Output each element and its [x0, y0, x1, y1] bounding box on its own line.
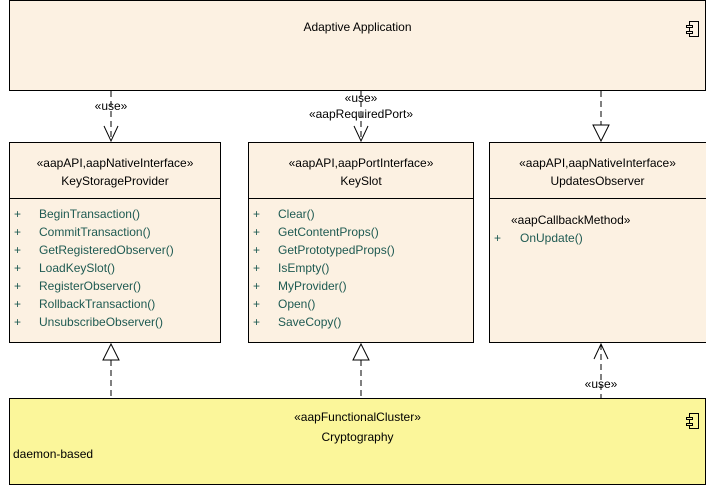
operation-name: BeginTransaction() — [39, 207, 140, 221]
operation-name: CommitTransaction() — [39, 225, 151, 239]
visibility-marker: + — [253, 225, 261, 239]
visibility-marker: + — [14, 207, 22, 221]
keystorageprovider-operations: + BeginTransaction() + CommitTransaction()… — [10, 205, 220, 331]
visibility-marker: + — [253, 297, 261, 311]
updatesobserver-operations: + OnUpdate() — [490, 229, 706, 247]
updatesobserver-name: UpdatesObserver — [550, 174, 645, 188]
operation-row[interactable]: + BeginTransaction() — [10, 205, 220, 223]
operation-row[interactable]: + LoadKeySlot() — [10, 259, 220, 277]
use-label: «use» — [94, 99, 128, 113]
use-label: «use» — [584, 377, 618, 391]
keyslot-operations: + Clear() + GetContentProps() + GetPrototyp… — [249, 205, 473, 331]
visibility-marker: + — [14, 315, 22, 329]
adaptive-application-title: Adaptive Application — [303, 20, 412, 34]
operation-row[interactable]: + Clear() — [249, 205, 473, 223]
operation-row[interactable]: + Open() — [249, 295, 473, 313]
operation-row[interactable]: + RollbackTransaction() — [10, 295, 220, 313]
operation-name: RollbackTransaction() — [39, 297, 156, 311]
visibility-marker: + — [253, 243, 261, 257]
visibility-marker: + — [14, 297, 22, 311]
open-arrowhead — [593, 342, 609, 360]
hollow-triangle-arrowhead — [592, 124, 610, 143]
visibility-marker: + — [14, 279, 22, 293]
compartment-divider — [490, 198, 706, 199]
operation-name: GetContentProps() — [278, 225, 379, 239]
operation-name: UnsubscribeObserver() — [39, 315, 164, 329]
operation-name: GetRegisteredObserver() — [39, 243, 174, 257]
hollow-triangle-arrowhead — [102, 342, 120, 361]
callback-method-stereotype: «aapCallbackMethod» — [511, 213, 631, 227]
required-port-label: «aapRequiredPort» — [308, 107, 414, 121]
operation-row[interactable]: + OnUpdate() — [490, 229, 706, 247]
operation-row[interactable]: + SaveCopy() — [249, 313, 473, 331]
component-icon — [686, 413, 699, 429]
operation-name: LoadKeySlot() — [39, 261, 116, 275]
open-arrowhead — [103, 125, 119, 143]
operation-name: IsEmpty() — [278, 261, 330, 275]
cryptography-tag: daemon-based — [13, 447, 94, 461]
keystorageprovider-stereotype: «aapAPI,aapNativeInterface» — [36, 156, 194, 170]
visibility-marker: + — [14, 225, 22, 239]
hollow-triangle-arrowhead — [352, 342, 370, 361]
operation-name: MyProvider() — [278, 279, 347, 293]
visibility-marker: + — [14, 243, 22, 257]
compartment-divider — [249, 198, 473, 199]
operation-row[interactable]: + RegisterObserver() — [10, 277, 220, 295]
operation-row[interactable]: + GetPrototypedProps() — [249, 241, 473, 259]
keyslot-interface[interactable]: «aapAPI,aapPortInterface» KeySlot + Clear… — [248, 142, 474, 343]
operation-row[interactable]: + UnsubscribeObserver() — [10, 313, 220, 331]
visibility-marker: + — [494, 231, 502, 245]
operation-row[interactable]: + IsEmpty() — [249, 259, 473, 277]
operation-row[interactable]: + GetContentProps() — [249, 223, 473, 241]
keystorageprovider-interface[interactable]: «aapAPI,aapNativeInterface» KeyStoragePr… — [9, 142, 221, 343]
adaptive-application-component[interactable]: Adaptive Application — [9, 0, 706, 91]
compartment-divider — [10, 198, 220, 199]
keyslot-stereotype: «aapAPI,aapPortInterface» — [288, 156, 434, 170]
operation-row[interactable]: + GetRegisteredObserver() — [10, 241, 220, 259]
keystorageprovider-name: KeyStorageProvider — [61, 174, 169, 188]
keyslot-name: KeySlot — [340, 174, 382, 188]
visibility-marker: + — [253, 279, 261, 293]
operation-name: RegisterObserver() — [39, 279, 142, 293]
operation-row[interactable]: + MyProvider() — [249, 277, 473, 295]
visibility-marker: + — [253, 315, 261, 329]
operation-name: OnUpdate() — [520, 231, 583, 245]
use-label: «use» — [344, 91, 378, 105]
operation-row[interactable]: + CommitTransaction() — [10, 223, 220, 241]
component-icon — [686, 21, 699, 37]
visibility-marker: + — [14, 261, 22, 275]
open-arrowhead — [353, 125, 369, 143]
operation-name: GetPrototypedProps() — [278, 243, 395, 257]
cryptography-name: Cryptography — [321, 430, 394, 444]
visibility-marker: + — [253, 207, 261, 221]
operation-name: SaveCopy() — [278, 315, 342, 329]
cryptography-stereotype: «aapFunctionalCluster» — [294, 410, 421, 424]
updatesobserver-stereotype: «aapAPI,aapNativeInterface» — [519, 156, 676, 170]
operation-name: Open() — [278, 297, 316, 311]
operation-name: Clear() — [278, 207, 315, 221]
updatesobserver-interface[interactable]: «aapAPI,aapNativeInterface» UpdatesObser… — [489, 142, 706, 343]
visibility-marker: + — [253, 261, 261, 275]
